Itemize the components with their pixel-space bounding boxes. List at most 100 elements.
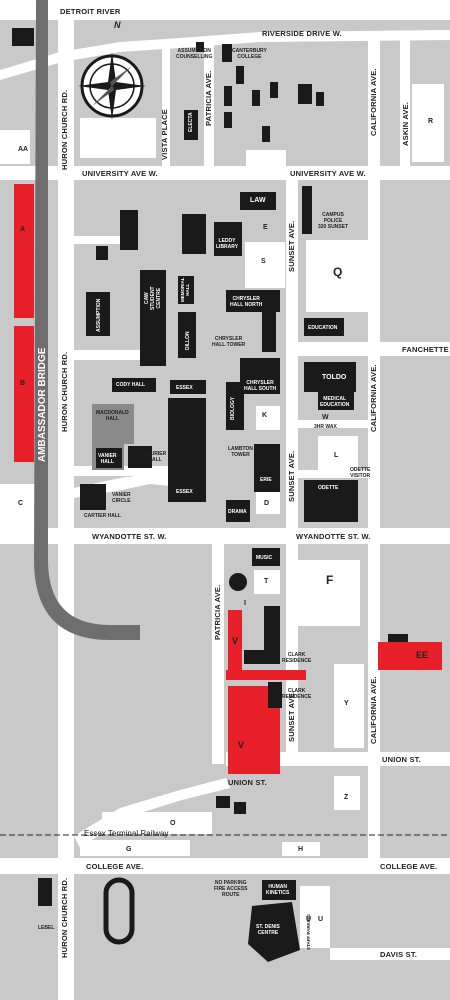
label-no-parking: NO PARKING FIRE ACCESS ROUTE <box>214 880 248 898</box>
label-california-top: CALIFORNIA AVE. <box>369 68 378 136</box>
lot-g <box>80 840 190 856</box>
lot-v-strip[interactable] <box>226 670 306 680</box>
patricia-low-road <box>212 544 224 764</box>
essex-building <box>168 398 206 502</box>
campus-b2 <box>96 246 108 260</box>
label-dillon: DILLON <box>185 331 191 350</box>
label-lebel: LEBEL <box>38 925 55 931</box>
label-chrysler-tower: CHRYSLER HALL TOWER <box>212 336 246 348</box>
union-road <box>226 752 450 766</box>
compass-north-letter: N <box>114 20 121 30</box>
counselling-building <box>196 42 204 52</box>
lot-k <box>256 406 280 430</box>
sunset-road <box>286 180 298 530</box>
union-b2 <box>234 802 246 814</box>
canterbury-b2 <box>236 66 244 84</box>
lot-r <box>412 84 444 162</box>
label-q: Q <box>333 265 343 279</box>
label-sunset-top: SUNSET AVE. <box>287 220 296 272</box>
label-university-right: UNIVERSITY AVE W. <box>290 169 366 178</box>
label-sunset-mid: SUNSET AVE. <box>287 450 296 502</box>
ambassador-bridge <box>34 0 140 640</box>
label-macdonald: MACDONALD HALL <box>96 410 129 422</box>
label-college-right: COLLEGE AVE. <box>380 862 438 871</box>
lot-q <box>306 240 368 312</box>
lot-s <box>245 242 285 288</box>
caw-centre <box>140 270 166 366</box>
label-union-left: UNION ST. <box>228 778 267 787</box>
diagonal-path <box>74 778 230 848</box>
toldo-building <box>304 362 356 392</box>
odette-building <box>304 480 358 522</box>
campus-b1 <box>120 210 138 250</box>
davis-road <box>330 948 450 960</box>
label-s: S <box>261 258 266 265</box>
lot-aa-surface <box>0 130 30 164</box>
label-wyandotte-left: WYANDOTTE ST. W. <box>92 532 167 541</box>
label-patricia-top: PATRICIA AVE. <box>204 70 213 126</box>
building-ee[interactable] <box>378 642 442 670</box>
canterbury-b3 <box>224 86 232 106</box>
label-y: Y <box>344 700 349 707</box>
clark-residence-1b <box>244 650 280 664</box>
lot-a[interactable] <box>14 184 34 318</box>
label-staff-parking: STAFF PARKING <box>306 914 311 950</box>
label-o: O <box>170 820 176 827</box>
label-i: I <box>244 600 246 607</box>
dillon-hall <box>178 312 196 358</box>
compass <box>78 52 146 120</box>
label-askin: ASKIN AVE. <box>401 101 410 146</box>
label-detroit-river: DETROIT RIVER <box>60 7 121 16</box>
lot-z <box>334 776 360 810</box>
label-caw: CAW STUDENT CENTRE <box>144 286 162 310</box>
label-p: P <box>38 880 43 887</box>
label-vanier-circle: VANIER CIRCLE <box>112 492 131 504</box>
union-b1 <box>216 796 230 808</box>
label-d: D <box>264 500 270 507</box>
label-campus-police: CAMPUS POLICE 320 SUNSET <box>318 212 349 230</box>
buildings <box>12 28 358 962</box>
label-assumption: ASSUMPTION <box>96 298 102 332</box>
lot-b[interactable] <box>14 326 34 462</box>
label-union-right: UNION ST. <box>382 755 421 764</box>
compass-needle-ne <box>110 66 132 86</box>
label-essex: ESSEX <box>176 489 193 495</box>
label-music: MUSIC <box>256 555 273 561</box>
lot-u <box>300 886 330 948</box>
memorial-hall <box>178 276 194 304</box>
label-california-mid: CALIFORNIA AVE. <box>369 364 378 432</box>
vista-road <box>162 40 170 170</box>
askin-road <box>400 40 410 170</box>
river-building <box>12 28 34 46</box>
canterbury-b1 <box>222 44 232 62</box>
label-california-low: CALIFORNIA AVE. <box>369 676 378 744</box>
label-medical-education: MEDICAL EDUCATION <box>320 396 350 408</box>
macdonald-hall <box>92 404 134 444</box>
label-erie: ERIE <box>260 477 272 483</box>
campus-walk-1 <box>74 236 130 244</box>
lot-v-upper[interactable] <box>228 610 242 670</box>
laurier-hall <box>128 446 152 468</box>
cody-hall <box>112 378 156 392</box>
label-u2: U <box>318 916 324 923</box>
label-leddy: LEDDY LIBRARY <box>216 238 239 250</box>
lot-o <box>102 812 212 834</box>
law-building <box>240 192 276 210</box>
st-denis-centre <box>248 902 300 962</box>
label-college-left: COLLEGE AVE. <box>86 862 144 871</box>
canterbury-b6 <box>270 82 278 98</box>
chrysler-tower-b <box>262 312 276 352</box>
cartier-hall <box>80 484 106 510</box>
label-clark1: CLARK RESIDENCE <box>282 652 312 664</box>
label-clark2: CLARK RESIDENCE <box>282 688 312 700</box>
compass-needle-e <box>112 82 146 90</box>
label-vanier: VANIER HALL <box>98 453 117 465</box>
label-education: EDUCATION <box>308 325 338 331</box>
label-f: F <box>326 573 334 587</box>
lot-d <box>256 492 280 514</box>
compass-area <box>80 118 156 158</box>
label-odette-visitor: ODETTE VISITOR <box>350 467 371 479</box>
canterbury-b5 <box>252 90 260 106</box>
label-laurier: LAURIER HALL <box>144 451 167 463</box>
